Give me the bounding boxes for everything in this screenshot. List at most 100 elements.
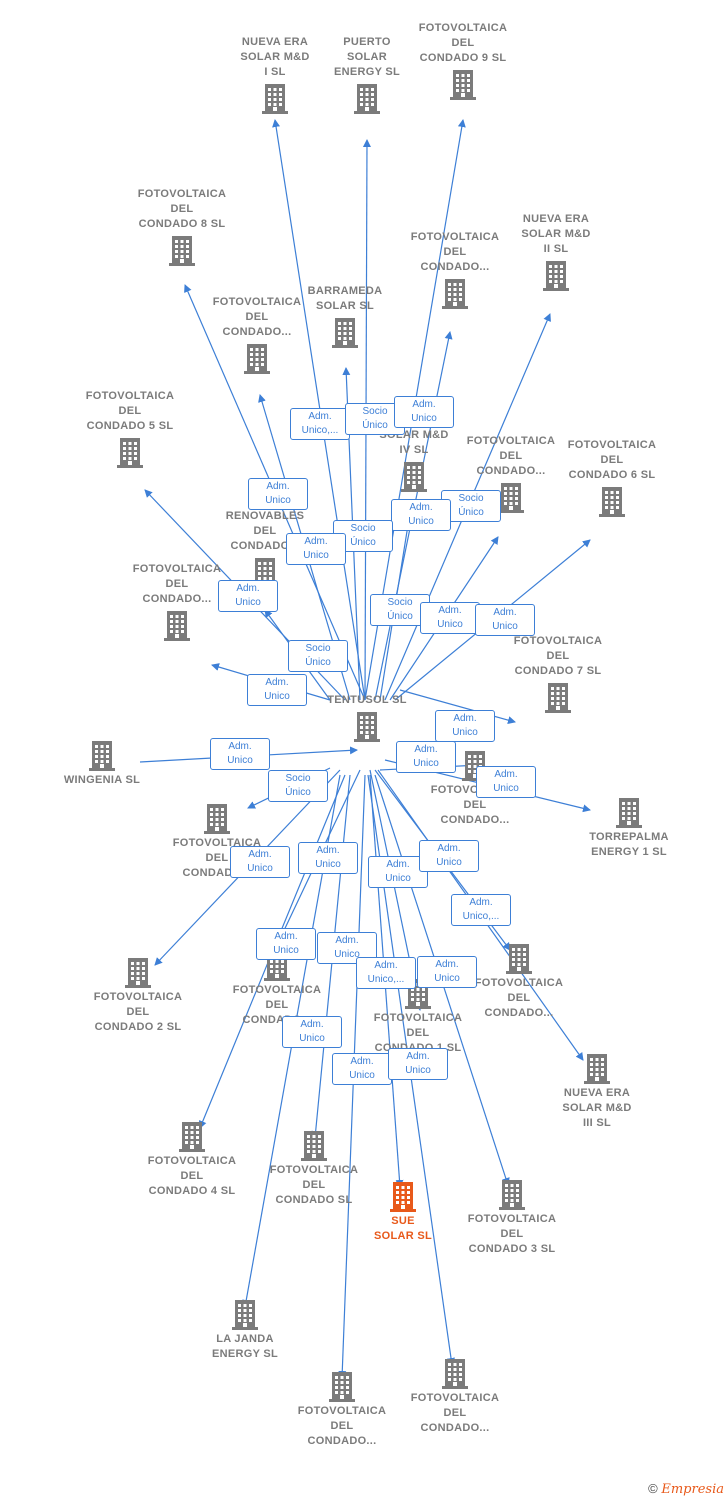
- relation-label[interactable]: Adm. Unico,...: [290, 408, 350, 440]
- relation-label[interactable]: Adm. Unico: [435, 710, 495, 742]
- relation-label[interactable]: Adm. Unico: [332, 1053, 392, 1085]
- company-node-fv-condado-3[interactable]: FOTOVOLTAICA DEL CONDADO 3 SL: [457, 1176, 567, 1257]
- relation-label[interactable]: Adm. Unico: [248, 478, 308, 510]
- company-node-puerto-solar[interactable]: PUERTO SOLAR ENERGY SL: [312, 35, 422, 116]
- company-node-fv-condado-left[interactable]: FOTOVOLTAICA DEL CONDADO...: [122, 562, 232, 643]
- company-node-fv-condado-mid[interactable]: FOTOVOLTAICA DEL CONDADO...: [202, 295, 312, 376]
- company-node-fv-condado-bottom-1[interactable]: FOTOVOLTAICA DEL CONDADO...: [287, 1368, 397, 1449]
- building-icon: [120, 954, 156, 990]
- relation-label[interactable]: Adm. Unico: [417, 956, 477, 988]
- company-name: FOTOVOLTAICA DEL CONDADO 5 SL: [85, 390, 175, 432]
- building-icon: [579, 1050, 615, 1086]
- building-icon: [84, 737, 120, 773]
- company-name: RENOVABLES DEL CONDADO...: [225, 510, 305, 552]
- building-icon: [199, 800, 235, 836]
- company-name: FOTOVOLTAICA DEL CONDADO 1 SL: [373, 1012, 463, 1054]
- relation-label[interactable]: Adm. Unico: [420, 602, 480, 634]
- company-name: FOTOVOLTAICA DEL CONDADO 7 SL: [513, 635, 603, 677]
- relation-label[interactable]: Adm. Unico,...: [356, 957, 416, 989]
- relation-label[interactable]: Socio Único: [288, 640, 348, 672]
- company-node-fv-condado-6[interactable]: FOTOVOLTAICA DEL CONDADO 6 SL: [557, 438, 667, 519]
- building-icon: [396, 458, 432, 494]
- company-name: NUEVA ERA SOLAR M&D I SL: [240, 36, 310, 78]
- relation-label[interactable]: Adm. Unico: [298, 842, 358, 874]
- company-node-fv-condado-1[interactable]: FOTOVOLTAICA DEL CONDADO 1 SL: [363, 975, 473, 1056]
- building-icon: [594, 483, 630, 519]
- relation-label[interactable]: Adm. Unico: [210, 738, 270, 770]
- company-name: FOTOVOLTAICA DEL CONDADO 6 SL: [567, 439, 657, 481]
- relation-label[interactable]: Adm. Unico: [394, 396, 454, 428]
- relation-label[interactable]: Adm. Unico: [247, 674, 307, 706]
- relation-label[interactable]: Socio Único: [268, 770, 328, 802]
- relation-label[interactable]: Adm. Unico: [368, 856, 428, 888]
- company-name: BARRAMEDA SOLAR SL: [307, 285, 383, 312]
- company-name: SUE SOLAR SL: [373, 1215, 432, 1242]
- company-node-fv-condado-9[interactable]: FOTOVOLTAICA DEL CONDADO 9 SL: [408, 21, 518, 102]
- building-icon: [501, 940, 537, 976]
- company-node-sue-solar[interactable]: SUE SOLAR SL: [348, 1178, 458, 1244]
- company-node-fv-condado-5[interactable]: FOTOVOLTAICA DEL CONDADO 5 SL: [75, 389, 185, 470]
- company-node-fv-condado-2[interactable]: FOTOVOLTAICA DEL CONDADO 2 SL: [83, 954, 193, 1035]
- relation-label[interactable]: Adm. Unico: [218, 580, 278, 612]
- building-icon: [159, 607, 195, 643]
- company-name: FOTOVOLTAICA DEL CONDADO...: [132, 563, 222, 605]
- company-name: FOTOVOLTAICA DEL CONDADO...: [212, 296, 302, 338]
- company-node-nueva-era-i[interactable]: NUEVA ERA SOLAR M&D I SL: [220, 35, 330, 116]
- relation-label[interactable]: Adm. Unico: [282, 1016, 342, 1048]
- building-icon: [324, 1368, 360, 1404]
- company-node-fv-condado-top[interactable]: FOTOVOLTAICA DEL CONDADO...: [400, 230, 510, 311]
- relation-label[interactable]: Adm. Unico: [475, 604, 535, 636]
- company-node-barrameda[interactable]: BARRAMEDA SOLAR SL: [290, 284, 400, 350]
- company-node-fv-condado-right[interactable]: FOTOVOLTAICA DEL CONDADO...: [456, 434, 566, 515]
- building-icon: [227, 1296, 263, 1332]
- building-icon: [437, 275, 473, 311]
- company-name: FOTOVOLTAICA DEL CONDADO...: [297, 1405, 387, 1447]
- footer: © Empresia: [648, 1481, 724, 1497]
- company-node-fv-condado-8[interactable]: FOTOVOLTAICA DEL CONDADO 8 SL: [127, 187, 237, 268]
- building-icon: [538, 257, 574, 293]
- relation-label[interactable]: Adm. Unico: [230, 846, 290, 878]
- company-name: WINGENIA SL: [63, 774, 141, 786]
- building-icon: [349, 708, 385, 744]
- relation-label[interactable]: Adm. Unico: [256, 928, 316, 960]
- building-icon: [327, 314, 363, 350]
- company-node-fv-condado-sl[interactable]: FOTOVOLTAICA DEL CONDADO SL: [259, 1127, 369, 1208]
- company-node-torrepalma[interactable]: TORREPALMA ENERGY 1 SL: [574, 794, 684, 860]
- company-name: FOTOVOLTAICA DEL CONDADO...: [410, 231, 500, 273]
- company-node-nueva-era-iii[interactable]: NUEVA ERA SOLAR M&D III SL: [542, 1050, 652, 1131]
- company-name: FOTOVOLTAICA DEL CONDADO 8 SL: [137, 188, 227, 230]
- building-icon: [296, 1127, 332, 1163]
- company-node-fv-condado-7[interactable]: FOTOVOLTAICA DEL CONDADO 7 SL: [503, 634, 613, 715]
- building-icon: [445, 66, 481, 102]
- brand-logo[interactable]: Empresia: [661, 1482, 724, 1497]
- company-node-tentusol[interactable]: TENTUSOL SL: [312, 693, 422, 744]
- company-name: FOTOVOLTAICA DEL CONDADO...: [474, 977, 564, 1019]
- company-node-fv-condado-bottom-2[interactable]: FOTOVOLTAICA DEL CONDADO...: [400, 1355, 510, 1436]
- company-node-fv-condado-lower-right[interactable]: FOTOVOLTAICA DEL CONDADO...: [464, 940, 574, 1021]
- company-node-la-janda[interactable]: LA JANDA ENERGY SL: [190, 1296, 300, 1362]
- company-name: FOTOVOLTAICA DEL CONDADO 2 SL: [93, 991, 183, 1033]
- relation-label[interactable]: Adm. Unico,...: [451, 894, 511, 926]
- building-icon: [112, 434, 148, 470]
- company-node-fv-condado-4[interactable]: FOTOVOLTAICA DEL CONDADO 4 SL: [137, 1118, 247, 1199]
- company-name: PUERTO SOLAR ENERGY SL: [333, 36, 401, 78]
- copyright-symbol: ©: [648, 1481, 658, 1496]
- relation-label[interactable]: Adm. Unico: [286, 533, 346, 565]
- building-icon: [174, 1118, 210, 1154]
- building-icon: [385, 1178, 421, 1214]
- building-icon: [239, 340, 275, 376]
- relation-label[interactable]: Adm. Unico: [476, 766, 536, 798]
- relation-label[interactable]: Adm. Unico: [419, 840, 479, 872]
- building-icon: [349, 80, 385, 116]
- company-node-renovables[interactable]: RENOVABLES DEL CONDADO...: [210, 509, 320, 590]
- company-node-nueva-era-ii[interactable]: NUEVA ERA SOLAR M&D II SL: [501, 212, 611, 293]
- company-node-wingenia[interactable]: WINGENIA SL: [47, 737, 157, 788]
- relation-label[interactable]: Adm. Unico: [388, 1048, 448, 1080]
- building-icon: [611, 794, 647, 830]
- relation-label[interactable]: Adm. Unico: [391, 499, 451, 531]
- company-name: FOTOVOLTAICA DEL CONDADO 4 SL: [147, 1155, 237, 1197]
- building-icon: [437, 1355, 473, 1391]
- relation-label[interactable]: Adm. Unico: [396, 741, 456, 773]
- company-name: TORREPALMA ENERGY 1 SL: [589, 831, 669, 858]
- company-name: NUEVA ERA SOLAR M&D II SL: [521, 213, 591, 255]
